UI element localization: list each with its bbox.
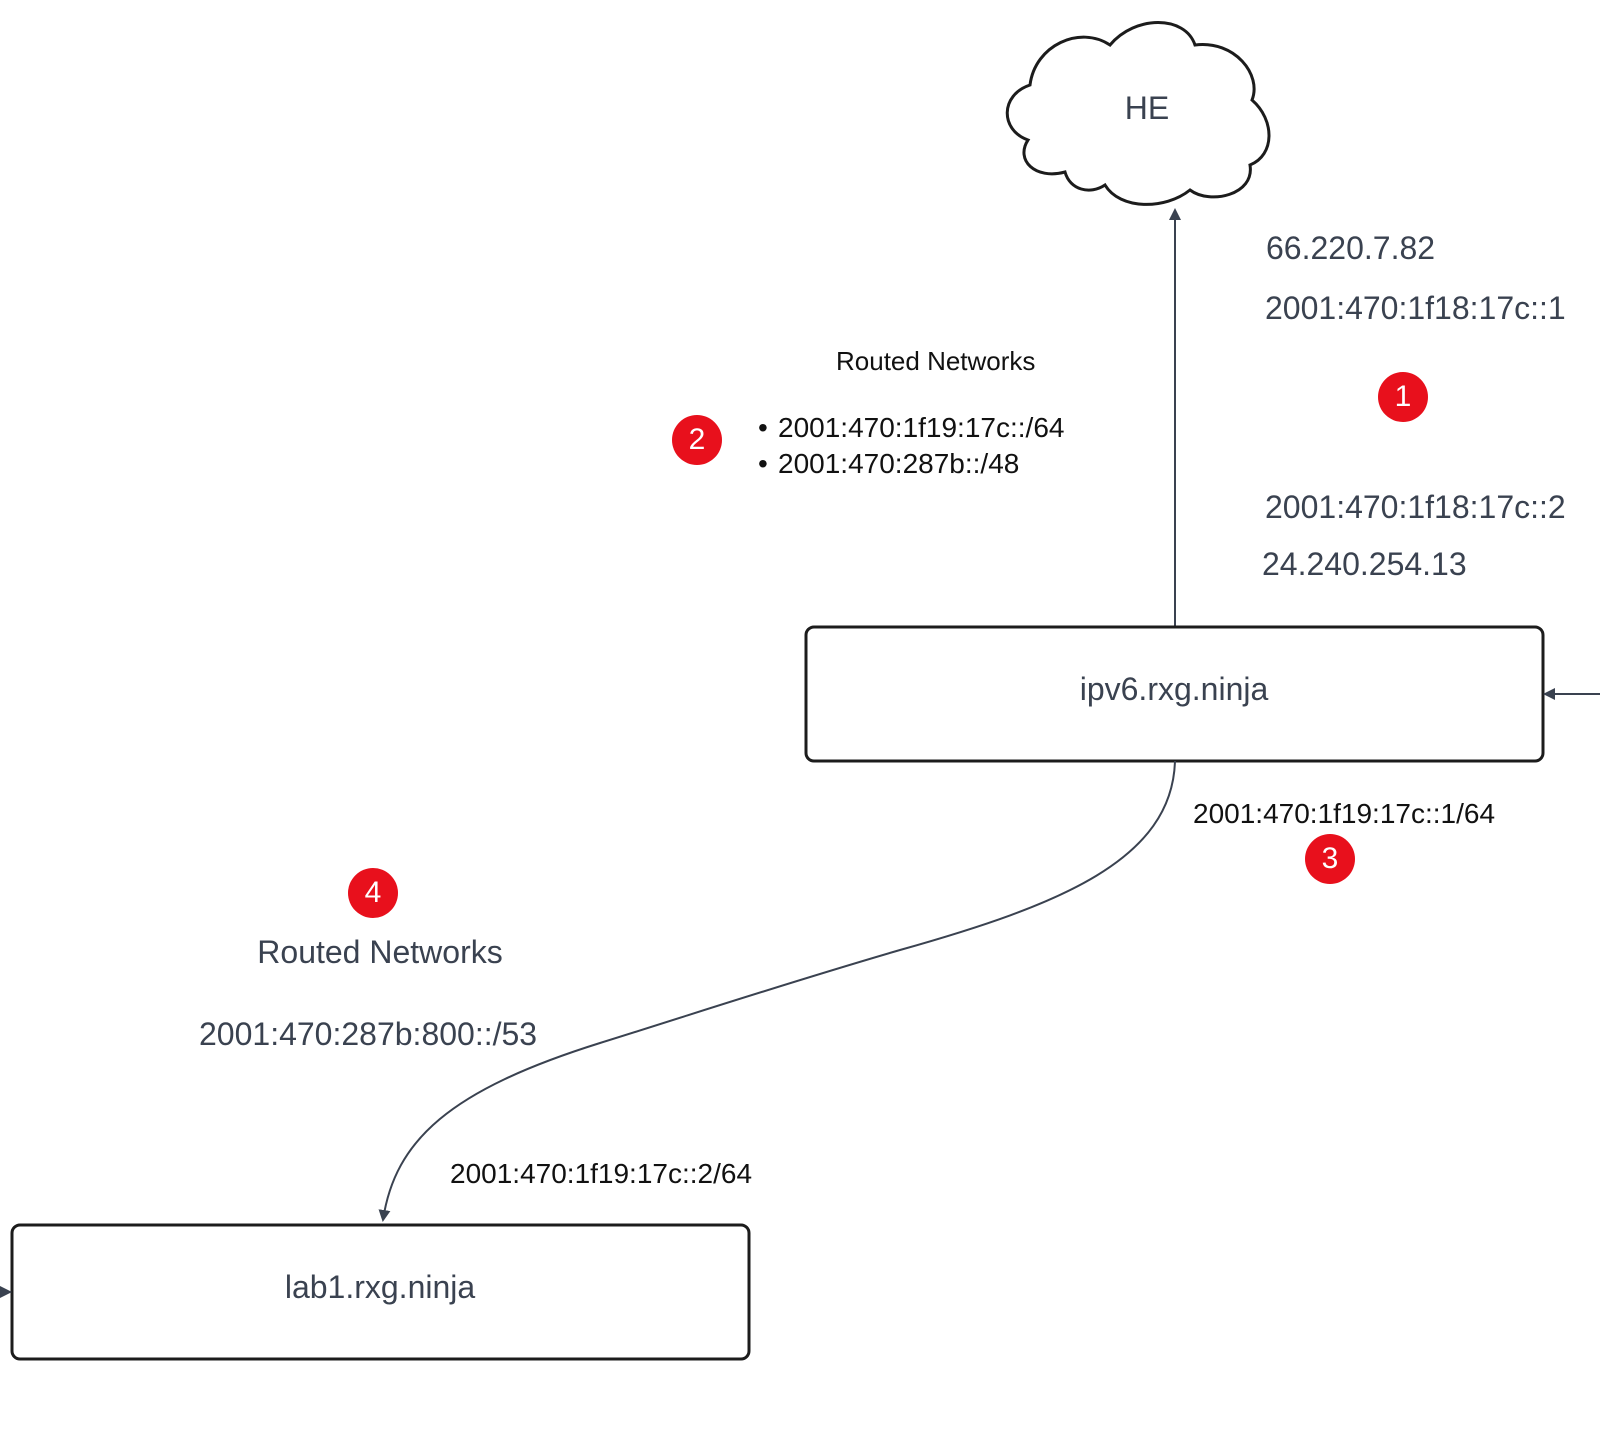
list-item: 2001:470:1f19:17c::/64: [758, 410, 1064, 446]
cloud-shape: [1005, 21, 1271, 206]
he-ipv6: 2001:470:1f18:17c::1: [1265, 290, 1566, 326]
client-ipv4: 24.240.254.13: [1262, 546, 1467, 582]
step-badge-1: 1: [1378, 372, 1428, 422]
routed-networks-title: Routed Networks: [836, 346, 1036, 376]
client-ipv6: 2001:470:1f18:17c::2: [1265, 489, 1566, 525]
downlink-curve: [378, 760, 1176, 1222]
lab-routed-prefix: 2001:470:287b:800::/53: [199, 1016, 538, 1052]
lab-link-address: 2001:470:1f19:17c::2/64: [450, 1158, 753, 1189]
lab-label: lab1.rxg.ninja: [284, 1269, 476, 1305]
cloud-label: HE: [1124, 90, 1170, 126]
router-label: ipv6.rxg.ninja: [1079, 671, 1269, 707]
step-badge-2: 2: [672, 415, 722, 465]
list-item: 2001:470:287b::/48: [758, 446, 1064, 482]
step-badge-4: 4: [348, 868, 398, 918]
step-badge-3: 3: [1305, 834, 1355, 884]
lab-routed-networks-title: Routed Networks: [257, 934, 503, 970]
lab-box: [10, 1223, 751, 1361]
router-link-address: 2001:470:1f19:17c::1/64: [1193, 798, 1496, 829]
he-ipv4: 66.220.7.82: [1266, 230, 1436, 266]
routed-networks-list: 2001:470:1f19:17c::/64 2001:470:287b::/4…: [758, 410, 1064, 482]
